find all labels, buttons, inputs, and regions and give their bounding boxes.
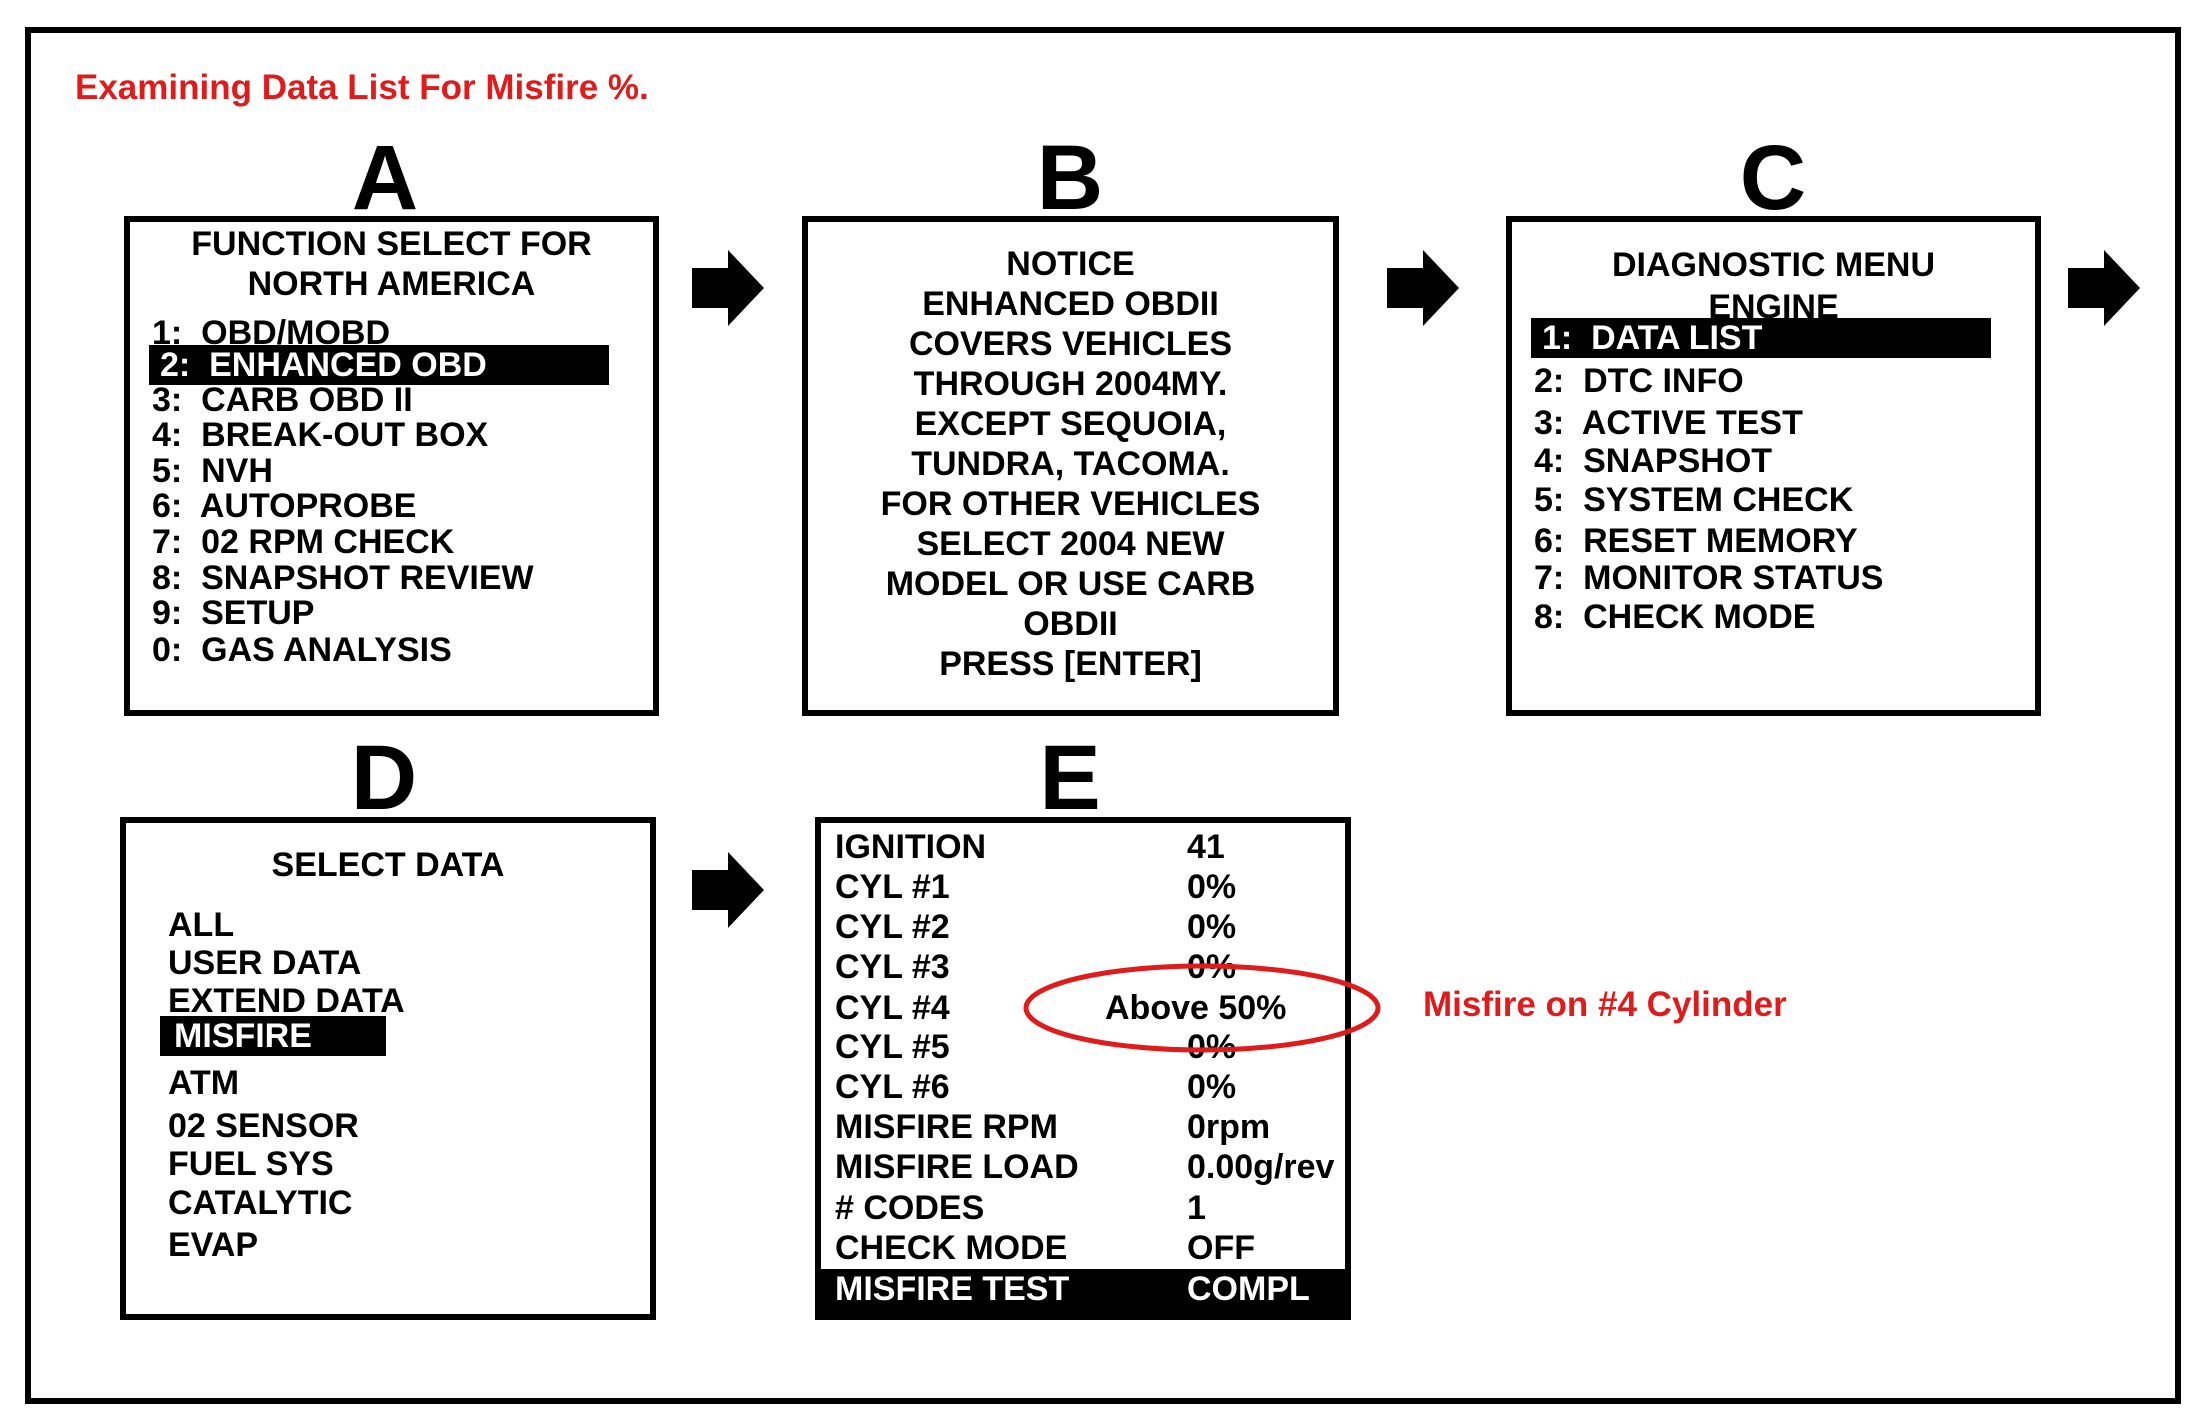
menu-item: 4: SNAPSHOT — [1534, 442, 1773, 480]
row-label: CHECK MODE — [835, 1229, 1068, 1267]
data-row: CYL #5 0% — [835, 1027, 1337, 1067]
panel-d-letter: D — [350, 727, 418, 829]
row-value: 1 — [1187, 1189, 1206, 1227]
data-item: EVAP — [168, 1226, 259, 1264]
panel-a-screen: FUNCTION SELECT FOR NORTH AMERICA 1: OBD… — [124, 216, 659, 716]
row-value: 0.00g/rev — [1187, 1148, 1335, 1186]
notice-line: EXCEPT SEQUOIA, — [914, 405, 1227, 443]
data-row: MISFIRE RPM 0rpm — [835, 1107, 1337, 1147]
row-value: 0% — [1187, 868, 1237, 906]
panel-b-letter: B — [1036, 127, 1104, 229]
menu-item: 0: GAS ANALYSIS — [152, 631, 452, 669]
data-row: # CODES 1 — [835, 1188, 1337, 1228]
notice-line: ENHANCED OBDII — [922, 285, 1219, 323]
status-row: MISFIRE TEST COMPL — [821, 1269, 1345, 1315]
panel-c-title-line: DIAGNOSTIC MENU — [1612, 246, 1935, 284]
panel-a-title-line: NORTH AMERICA — [247, 265, 536, 303]
panel-a-title-line: FUNCTION SELECT FOR — [191, 225, 592, 263]
notice-line: FOR OTHER VEHICLES — [880, 485, 1261, 523]
menu-item-selected: 1: DATA LIST — [1531, 318, 1991, 358]
row-value: 41 — [1187, 828, 1225, 866]
data-row: CYL #2 0% — [835, 907, 1337, 947]
menu-item: 4: BREAK-OUT BOX — [152, 416, 489, 454]
data-row: CYL #1 0% — [835, 867, 1337, 907]
row-value: 0% — [1187, 1068, 1237, 1106]
menu-item: 2: DTC INFO — [1534, 362, 1744, 400]
data-row: CYL #6 0% — [835, 1067, 1337, 1107]
row-label: CYL #4 — [835, 989, 950, 1027]
row-label: CYL #5 — [835, 1028, 950, 1066]
menu-item-selected: 2: ENHANCED OBD — [149, 345, 609, 385]
right-arrow-icon — [1387, 250, 1459, 326]
panel-c-screen: DIAGNOSTIC MENU ENGINE 1: DATA LIST 2: DT… — [1506, 216, 2041, 716]
notice-line: SELECT 2004 NEW — [916, 525, 1225, 563]
row-value: COMPL — [1187, 1270, 1310, 1308]
row-label: MISFIRE RPM — [835, 1108, 1058, 1146]
notice-line: MODEL OR USE CARB — [885, 565, 1256, 603]
data-item: ALL — [168, 906, 235, 944]
menu-item: 3: ACTIVE TEST — [1534, 404, 1803, 442]
data-row: CYL #4 Above 50% — [835, 988, 1337, 1028]
menu-item: 5: NVH — [152, 452, 273, 490]
notice-line: OBDII — [1023, 605, 1118, 643]
right-arrow-icon — [2068, 250, 2140, 326]
row-label: CYL #1 — [835, 868, 950, 906]
data-item-selected: MISFIRE — [160, 1016, 386, 1056]
right-arrow-icon — [692, 852, 764, 928]
data-item: 02 SENSOR — [168, 1107, 359, 1145]
panel-a-letter: A — [351, 127, 419, 229]
row-label: MISFIRE LOAD — [835, 1148, 1079, 1186]
row-value: 0% — [1187, 1028, 1237, 1066]
data-item: USER DATA — [168, 944, 362, 982]
annotation-text: Misfire on #4 Cylinder — [1423, 985, 1787, 1024]
menu-item: 6: RESET MEMORY — [1534, 522, 1858, 560]
data-row: CHECK MODE OFF — [835, 1228, 1337, 1268]
menu-item: 5: SYSTEM CHECK — [1534, 481, 1854, 519]
row-value: 0rpm — [1187, 1108, 1271, 1146]
panel-e-letter: E — [1039, 727, 1101, 829]
data-item: ATM — [168, 1064, 240, 1102]
menu-item: 3: CARB OBD II — [152, 381, 413, 419]
row-label: MISFIRE TEST — [835, 1270, 1070, 1308]
row-label: CYL #6 — [835, 1068, 950, 1106]
row-label: CYL #2 — [835, 908, 950, 946]
data-row: MISFIRE LOAD 0.00g/rev — [835, 1147, 1337, 1187]
menu-item: 9: SETUP — [152, 594, 315, 632]
menu-item: 8: CHECK MODE — [1534, 598, 1816, 636]
panel-a-title: FUNCTION SELECT FOR NORTH AMERICA — [130, 224, 653, 304]
panel-c-letter: C — [1739, 127, 1807, 229]
row-label: CYL #3 — [835, 948, 950, 986]
row-value: 0% — [1187, 908, 1237, 946]
outer-frame — [25, 27, 2181, 1404]
panel-d-title: SELECT DATA — [271, 846, 505, 884]
notice-line: THROUGH 2004MY. — [913, 365, 1228, 403]
panel-c-title: DIAGNOSTIC MENU ENGINE — [1512, 244, 2035, 328]
row-value: OFF — [1187, 1229, 1255, 1267]
row-label: IGNITION — [835, 828, 987, 866]
menu-item: 7: 02 RPM CHECK — [152, 523, 455, 561]
notice-line: COVERS VEHICLES — [908, 325, 1233, 363]
data-item: FUEL SYS — [168, 1145, 334, 1183]
menu-item: 6: AUTOPROBE — [152, 487, 417, 525]
row-label: # CODES — [835, 1189, 985, 1227]
notice-line: TUNDRA, TACOMA. — [911, 445, 1230, 483]
menu-item: 8: SNAPSHOT REVIEW — [152, 559, 534, 597]
right-arrow-icon — [692, 250, 764, 326]
data-item: EXTEND DATA — [168, 982, 405, 1020]
notice-line: PRESS [ENTER] — [939, 645, 1202, 683]
menu-item: 7: MONITOR STATUS — [1534, 559, 1884, 597]
page-heading: Examining Data List For Misfire %. — [75, 68, 649, 107]
highlight-ellipse — [1023, 963, 1381, 1053]
data-item: CATALYTIC — [168, 1184, 353, 1222]
data-row: IGNITION 41 — [835, 827, 1337, 867]
notice-line: NOTICE — [1006, 245, 1135, 283]
row-value: Above 50% — [1105, 989, 1287, 1027]
